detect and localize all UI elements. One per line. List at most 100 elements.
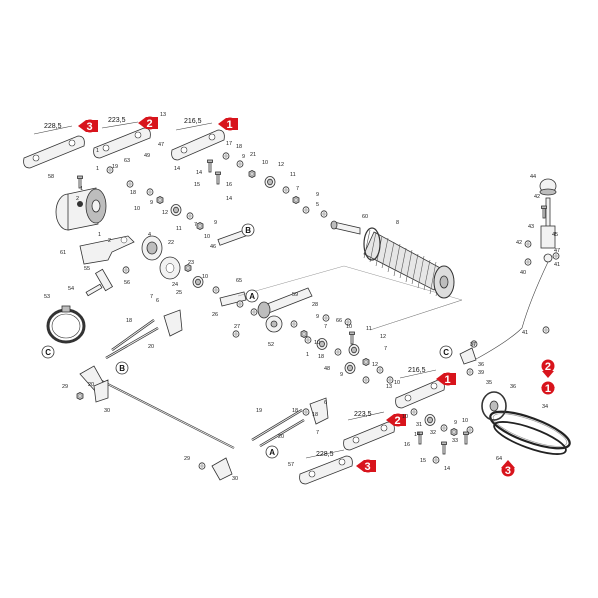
pulley-35 xyxy=(481,391,507,421)
svg-text:9: 9 xyxy=(214,220,217,226)
svg-text:14: 14 xyxy=(444,466,450,472)
svg-text:12: 12 xyxy=(372,362,378,368)
hex-bolt-54 xyxy=(85,283,103,297)
bracket-lower xyxy=(309,397,329,425)
svg-text:2: 2 xyxy=(147,118,153,130)
brush-roller xyxy=(363,227,455,299)
svg-text:7: 7 xyxy=(316,430,319,436)
svg-text:C: C xyxy=(443,348,449,357)
svg-text:45: 45 xyxy=(552,232,558,238)
svg-text:42: 42 xyxy=(534,194,540,200)
ref-marker-b-left: B xyxy=(115,361,129,375)
badge-1-bottom: 1 xyxy=(436,372,456,386)
drive-disc-24 xyxy=(159,256,181,280)
svg-text:22: 22 xyxy=(168,240,174,246)
svg-text:9: 9 xyxy=(454,420,457,426)
svg-text:11: 11 xyxy=(290,172,296,178)
svg-text:1: 1 xyxy=(98,232,101,238)
svg-text:C: C xyxy=(45,348,51,357)
svg-text:5: 5 xyxy=(316,202,319,208)
svg-text:B: B xyxy=(119,364,125,373)
svg-text:18: 18 xyxy=(318,354,324,360)
svg-text:14: 14 xyxy=(226,196,232,202)
svg-text:39: 39 xyxy=(478,370,484,376)
svg-text:33: 33 xyxy=(452,438,458,444)
svg-text:29: 29 xyxy=(62,384,68,390)
badge-1-top: 1 xyxy=(218,117,238,131)
svg-text:2: 2 xyxy=(108,238,111,244)
svg-text:10: 10 xyxy=(462,418,468,424)
svg-text:10: 10 xyxy=(202,274,208,280)
svg-text:1: 1 xyxy=(96,148,99,154)
svg-text:30: 30 xyxy=(104,408,110,414)
ref-marker-a-bottom: A xyxy=(265,445,279,459)
svg-text:6: 6 xyxy=(324,400,327,406)
svg-text:B: B xyxy=(245,226,251,235)
svg-text:47: 47 xyxy=(554,248,560,254)
svg-text:8: 8 xyxy=(396,220,399,226)
svg-text:56: 56 xyxy=(124,280,130,286)
svg-text:13: 13 xyxy=(386,384,392,390)
side-plate-216-bottom: 216,5 xyxy=(395,367,445,409)
badge-2-top: 2 xyxy=(138,116,158,130)
side-plate-223-bottom: 223,5 xyxy=(343,411,395,451)
adjust-spindle-45 xyxy=(540,197,556,263)
svg-text:7: 7 xyxy=(296,186,299,192)
svg-text:18: 18 xyxy=(126,318,132,324)
svg-text:16: 16 xyxy=(226,182,232,188)
svg-text:16: 16 xyxy=(404,442,410,448)
motor xyxy=(55,187,107,231)
svg-text:10: 10 xyxy=(394,380,400,386)
svg-text:10: 10 xyxy=(134,206,140,212)
axle-rod xyxy=(79,365,235,481)
drive-pulley-22 xyxy=(141,235,163,261)
svg-text:11: 11 xyxy=(366,326,372,332)
svg-text:20: 20 xyxy=(148,344,154,350)
svg-text:14: 14 xyxy=(174,166,180,172)
shaft-60 xyxy=(330,220,361,235)
svg-text:53: 53 xyxy=(44,294,50,300)
badge-2-bottom: 2 xyxy=(386,413,406,427)
svg-text:9: 9 xyxy=(316,192,319,198)
svg-text:63: 63 xyxy=(124,158,130,164)
dimension-label: 223,5 xyxy=(354,411,372,418)
side-plate-228-top: 228,5 xyxy=(23,123,85,169)
svg-text:21: 21 xyxy=(250,152,256,158)
svg-text:11: 11 xyxy=(176,226,182,232)
svg-text:3: 3 xyxy=(87,121,93,133)
svg-text:6: 6 xyxy=(156,298,159,304)
svg-text:24: 24 xyxy=(172,282,178,288)
svg-text:55: 55 xyxy=(84,266,90,272)
dimension-label: 223,5 xyxy=(108,117,126,124)
svg-text:A: A xyxy=(269,448,275,457)
bracket-6 xyxy=(163,309,183,337)
svg-text:10: 10 xyxy=(262,160,268,166)
svg-text:35: 35 xyxy=(486,380,492,386)
svg-text:46: 46 xyxy=(210,244,216,250)
svg-text:20: 20 xyxy=(88,382,94,388)
svg-text:61: 61 xyxy=(60,250,66,256)
dimension-label: 228,5 xyxy=(44,123,62,130)
badge-1-right: 1 xyxy=(541,381,555,395)
svg-text:14: 14 xyxy=(196,170,202,176)
svg-text:20: 20 xyxy=(278,434,284,440)
svg-text:2: 2 xyxy=(395,415,401,427)
svg-text:41: 41 xyxy=(554,262,560,268)
svg-text:9: 9 xyxy=(340,372,343,378)
ref-marker-b-top: B xyxy=(241,223,255,237)
svg-text:1: 1 xyxy=(80,186,83,192)
svg-text:23: 23 xyxy=(188,260,194,266)
svg-text:10: 10 xyxy=(402,414,408,420)
svg-text:44: 44 xyxy=(530,174,536,180)
svg-text:52: 52 xyxy=(268,342,274,348)
svg-text:13: 13 xyxy=(160,112,166,118)
svg-text:32: 32 xyxy=(430,430,436,436)
svg-text:64: 64 xyxy=(496,456,502,462)
dimension-label: 216,5 xyxy=(408,367,426,374)
svg-text:1: 1 xyxy=(545,383,551,395)
svg-text:7: 7 xyxy=(324,324,327,330)
svg-text:28: 28 xyxy=(312,302,318,308)
svg-text:42: 42 xyxy=(516,240,522,246)
svg-text:18: 18 xyxy=(236,144,242,150)
badge-3-top: 3 xyxy=(78,119,98,133)
